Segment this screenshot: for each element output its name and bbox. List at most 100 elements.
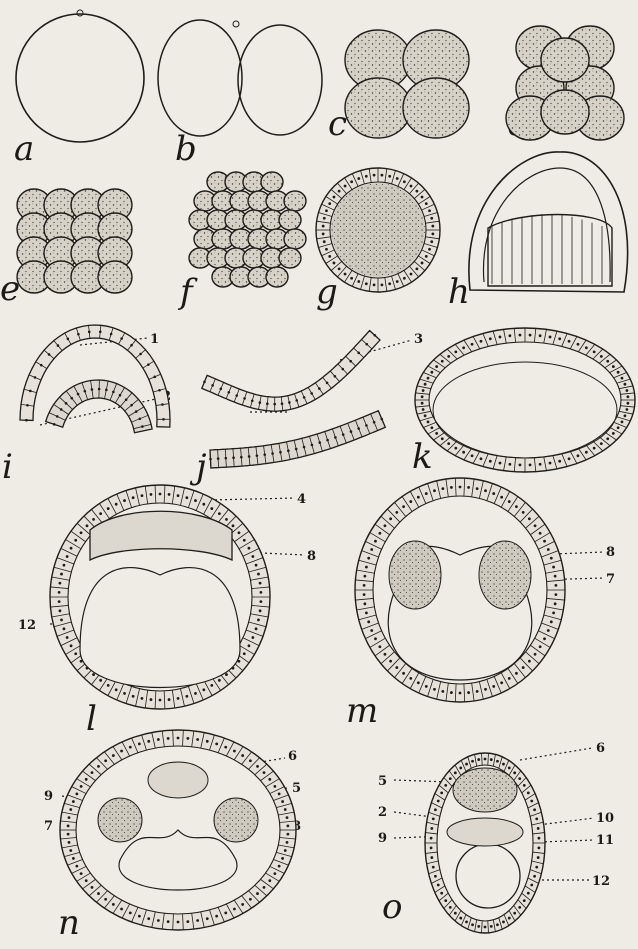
nucleus — [528, 660, 531, 663]
nucleus — [538, 846, 541, 849]
inner-contour — [483, 168, 610, 282]
nucleus — [56, 415, 59, 418]
nucleus — [430, 856, 433, 859]
nucleus — [259, 582, 262, 585]
mesoderm-right — [479, 541, 531, 609]
nucleus — [437, 800, 440, 803]
nucleus — [99, 679, 102, 682]
nucleus — [543, 637, 546, 640]
nucleus — [135, 410, 138, 413]
nucleus — [370, 548, 373, 551]
nucleus — [104, 898, 107, 901]
nucleus — [225, 518, 228, 521]
nucleus — [435, 432, 438, 435]
blastomere-right — [238, 25, 322, 135]
nucleus — [211, 384, 214, 387]
nucleus — [626, 395, 629, 398]
polar-body — [77, 10, 83, 16]
nucleus — [349, 360, 352, 363]
nucleus — [251, 399, 254, 402]
panel-d: d — [506, 26, 624, 144]
nucleus — [388, 175, 391, 178]
nucleus — [450, 486, 453, 489]
nucleus — [92, 518, 95, 521]
nucleus — [104, 759, 107, 762]
nucleus — [490, 758, 493, 761]
nucleus — [467, 486, 470, 489]
nucleus — [388, 282, 391, 285]
epithelial-band — [202, 331, 380, 412]
nucleus — [235, 394, 238, 397]
nucleus — [534, 524, 537, 527]
nucleus — [558, 460, 561, 463]
panel-label-g: g — [316, 272, 338, 312]
nucleus — [132, 695, 135, 698]
nucleus — [284, 849, 287, 852]
nucleus — [281, 800, 284, 803]
nucleus — [417, 496, 420, 499]
nucleus — [342, 433, 345, 436]
nucleus — [273, 403, 276, 406]
nucleus — [99, 330, 102, 333]
polar-body — [233, 21, 239, 27]
nucleus — [279, 451, 282, 454]
nucleus — [549, 462, 552, 465]
nucleus — [430, 837, 433, 840]
callout-10o: 10 — [596, 811, 614, 826]
panel-label-c: c — [328, 104, 347, 144]
nucleus — [303, 446, 306, 449]
nucleus — [70, 397, 73, 400]
nucleus — [430, 371, 433, 374]
nucleus — [344, 273, 347, 276]
nucleus — [432, 866, 435, 869]
panel-label-k: k — [412, 437, 433, 477]
nucleus — [53, 423, 56, 426]
nucleus — [256, 454, 259, 457]
nucleus — [225, 673, 228, 676]
nucleus — [268, 778, 271, 781]
blastomere — [98, 261, 132, 293]
nucleus — [430, 827, 433, 830]
nucleus — [550, 620, 553, 623]
panel-e: e — [0, 189, 132, 309]
nucleus — [130, 344, 133, 347]
nucleus — [621, 420, 624, 423]
nucleus — [69, 808, 72, 811]
archenteron — [80, 568, 240, 688]
nucleus — [547, 629, 550, 632]
nucleus — [396, 177, 399, 180]
nucleus — [555, 593, 558, 596]
nucleus — [256, 765, 259, 768]
nucleus — [431, 233, 434, 236]
nucleus — [389, 660, 392, 663]
nucleus — [522, 666, 525, 669]
nucleus — [430, 846, 433, 849]
nucleus — [484, 926, 487, 929]
nucleus — [480, 340, 483, 343]
nucleus — [318, 441, 321, 444]
nucleus — [224, 746, 227, 749]
panel-label-m: m — [346, 691, 378, 731]
nucleus — [459, 917, 462, 920]
nucleus — [357, 177, 360, 180]
nucleus — [490, 925, 493, 928]
nucleus — [357, 280, 360, 283]
nucleus — [496, 760, 499, 763]
nucleus — [380, 418, 383, 421]
nucleus — [568, 457, 571, 460]
nucleus — [84, 390, 87, 393]
nucleus — [441, 487, 444, 490]
nucleus — [209, 458, 212, 461]
nucleus — [626, 402, 629, 405]
nucleus — [310, 392, 313, 395]
panel-c: c — [328, 30, 469, 144]
nucleus — [224, 911, 227, 914]
nucleus — [529, 464, 532, 467]
nucleus — [141, 425, 144, 428]
nucleus — [471, 923, 474, 926]
nucleus — [425, 492, 428, 495]
nucleus — [278, 865, 281, 868]
callout-8: 8 — [307, 549, 316, 564]
nucleus — [585, 346, 588, 349]
zygote-cell — [16, 14, 144, 142]
